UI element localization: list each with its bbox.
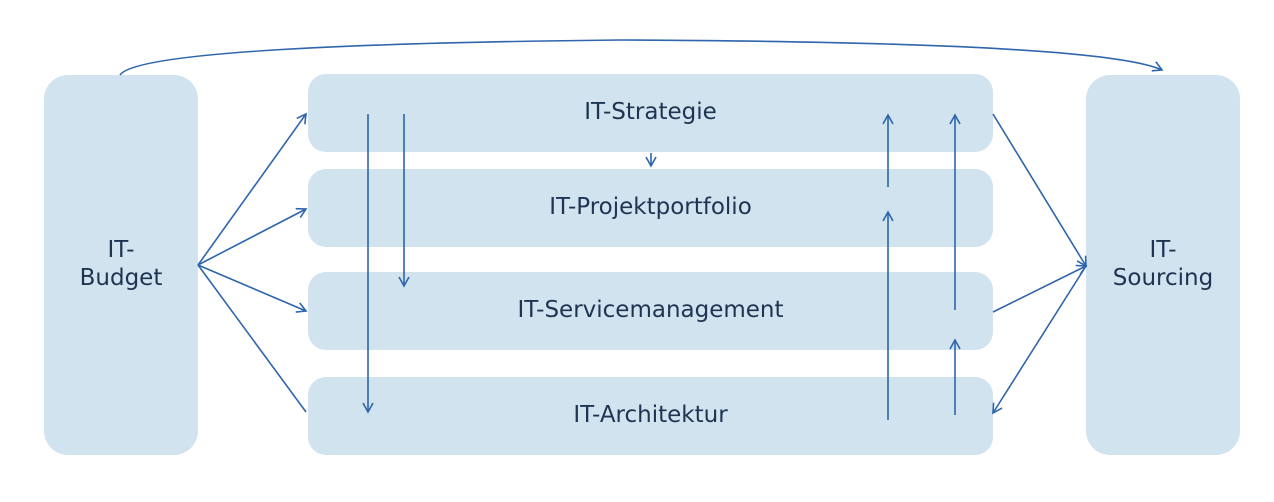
- sourcing-to-architektur-arrow: [992, 265, 1087, 415]
- it-budget-label-line2: Budget: [79, 265, 163, 291]
- budget-to-architektur-line: [197, 264, 307, 413]
- budget-to-sourcing-curve-arrow: [119, 39, 1164, 76]
- strategie-to-sourcing-arrow: [992, 113, 1087, 268]
- it-strategie-label: IT-Strategie: [584, 99, 717, 126]
- it-sourcing-box: IT- Sourcing: [1086, 75, 1240, 455]
- servicemanagement-to-sourcing-arrow: [992, 264, 1088, 313]
- it-strategie-layer: IT-Strategie: [308, 74, 993, 152]
- it-architektur-layer: IT-Architektur: [308, 377, 993, 455]
- it-projektportfolio-label: IT-Projektportfolio: [549, 194, 752, 221]
- it-budget-box: IT- Budget: [44, 75, 198, 455]
- budget-to-projektportfolio-arrow: [197, 207, 308, 266]
- it-sourcing-label-line2: Sourcing: [1112, 265, 1214, 291]
- it-budget-label-line1: IT-: [107, 237, 135, 264]
- budget-to-servicemanagement-arrow: [197, 264, 308, 313]
- it-sourcing-label-line1: IT-: [1149, 237, 1177, 264]
- it-projektportfolio-layer: IT-Projektportfolio: [308, 169, 993, 247]
- budget-to-strategie-arrow: [197, 112, 307, 266]
- it-architektur-label: IT-Architektur: [573, 402, 728, 429]
- it-servicemanagement-layer: IT-Servicemanagement: [308, 272, 993, 350]
- it-servicemanagement-label: IT-Servicemanagement: [517, 297, 784, 324]
